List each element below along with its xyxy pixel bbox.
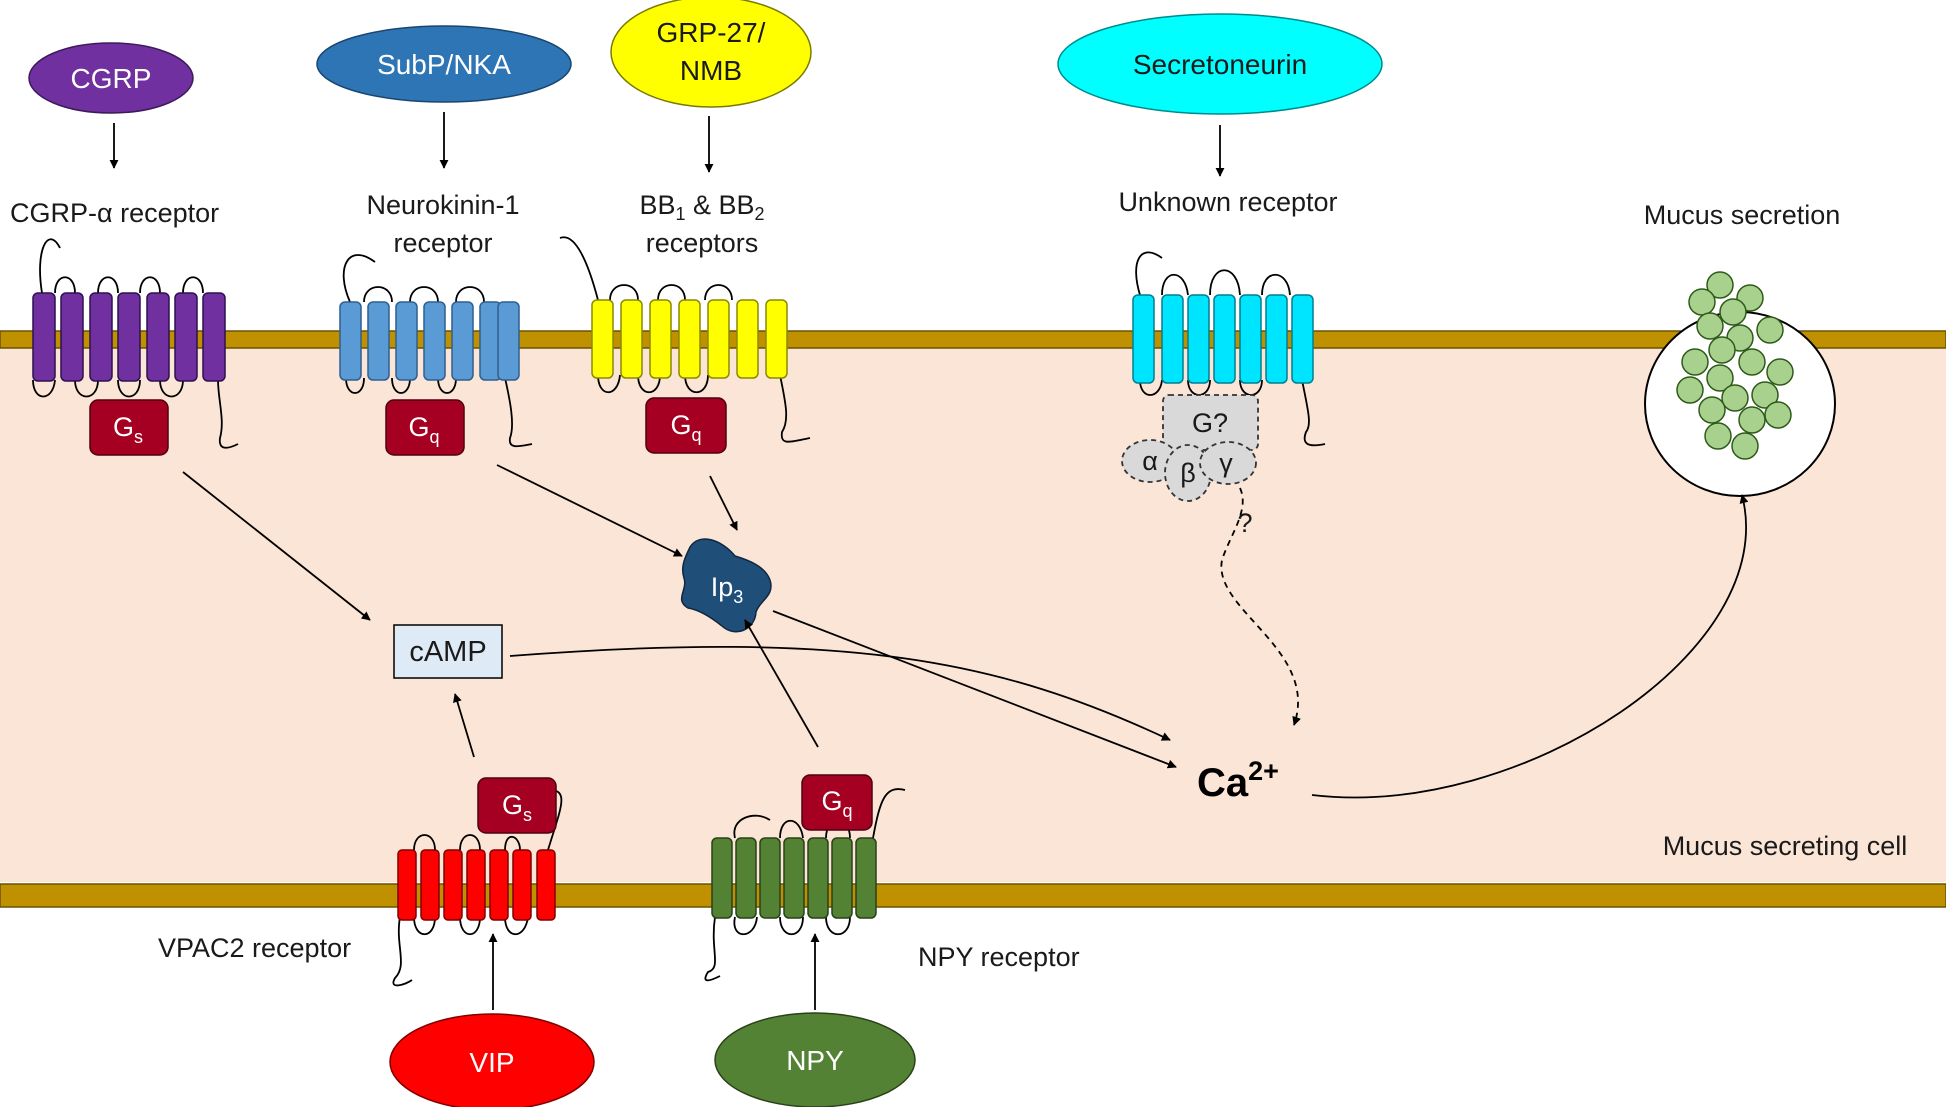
- nk1-receptor-loops: [342, 254, 533, 448]
- signaling-arrows: [109, 112, 1749, 1010]
- ligand-cgrp-label: CGRP: [71, 63, 152, 94]
- bb-receptor-label-line2: receptors: [646, 228, 759, 258]
- npy-receptor-label: NPY receptor: [918, 942, 1080, 972]
- unknown-g-protein: [1121, 394, 1259, 502]
- vpac2-receptor-label: VPAC2 receptor: [158, 933, 351, 963]
- cgrp-receptor-label: CGRP-α receptor: [10, 198, 219, 228]
- cell-cytoplasm: [0, 345, 1946, 882]
- basal-membrane: [0, 883, 1946, 908]
- gq-protein-bb: Gq: [645, 397, 727, 454]
- g-beta-label: β: [1180, 458, 1196, 488]
- ligand-vip: VIP: [389, 1013, 595, 1107]
- arrow-gs-to-camp: [182, 471, 371, 621]
- calcium-label: Ca2+: [1197, 756, 1279, 805]
- ligand-secretoneurin: Secretoneurin: [1057, 13, 1383, 115]
- npy-receptor-loops: [704, 788, 906, 982]
- ligand-npy-label: NPY: [786, 1045, 844, 1076]
- ligand-cgrp: CGRP: [28, 42, 194, 114]
- g-alpha-label: α: [1142, 446, 1158, 476]
- cgrp-receptor-helices: [32, 292, 226, 382]
- g-gamma-label: γ: [1219, 448, 1233, 478]
- bb-receptor-label-line1: BB1 & BB2: [639, 190, 764, 224]
- gs-protein-cgrp-label: Gs: [113, 412, 143, 447]
- arrow-nk1-gq-to-ip3: [496, 464, 683, 557]
- ligand-subp-label: SubP/NKA: [377, 49, 511, 80]
- gq-protein-nk1: Gq: [385, 399, 465, 456]
- mucus-vesicles: [1676, 271, 1794, 460]
- bb-receptor-helices: [591, 299, 788, 379]
- gq-protein-npy: Gq: [801, 774, 873, 831]
- cgrp-receptor: [32, 238, 239, 449]
- arrow-bb-gq-to-ip3: [709, 475, 738, 531]
- ligand-npy: NPY: [714, 1012, 916, 1107]
- ligand-grp-nmb: GRP-27/ NMB: [610, 0, 812, 108]
- ligand-vip-label: VIP: [469, 1047, 514, 1078]
- mucus-secretion-label: Mucus secretion: [1644, 200, 1841, 230]
- cell-label: Mucus secreting cell: [1663, 831, 1908, 861]
- apical-membrane: [0, 330, 1946, 349]
- ip3-molecule: Ip3: [680, 538, 772, 633]
- gs-protein-vpac2-label: Gs: [502, 790, 532, 825]
- arrow-ip3-to-calcium: [772, 610, 1177, 769]
- arrow-calcium-to-secretion: [1311, 494, 1749, 799]
- gq-protein-nk1-label: Gq: [408, 412, 439, 447]
- gq-protein-npy-label: Gq: [821, 786, 852, 821]
- mucus-granule: [1644, 271, 1836, 497]
- gq-protein-bb-label: Gq: [670, 410, 701, 445]
- arrow-npy-gq-to-ip3: [744, 619, 819, 748]
- arrow-unknown-to-calcium: [1220, 487, 1301, 726]
- vpac2-receptor-helices: [397, 849, 556, 921]
- nk1-receptor-helices: [339, 301, 520, 381]
- nk1-receptor-label-line1: Neurokinin-1: [366, 190, 519, 220]
- npy-receptor-helices: [711, 837, 877, 919]
- ligand-subp-nka: SubP/NKA: [316, 25, 572, 103]
- ligand-grp-label-line1: GRP-27/: [657, 17, 766, 48]
- unknown-g-protein-label: G?: [1192, 408, 1228, 438]
- ligand-grp-label-line2: NMB: [680, 55, 742, 86]
- gs-protein-cgrp: Gs: [89, 399, 169, 456]
- ligand-secretoneurin-label: Secretoneurin: [1133, 49, 1307, 80]
- nk1-receptor-label-line2: receptor: [393, 228, 492, 258]
- arrow-vpac2-gs-to-camp: [453, 693, 475, 758]
- camp-label: cAMP: [409, 636, 486, 668]
- unknown-receptor-label: Unknown receptor: [1118, 187, 1337, 217]
- ip3-label: Ip3: [711, 572, 744, 607]
- bb-receptor-loops: [559, 236, 811, 443]
- unknown-receptor-helices: [1132, 294, 1314, 384]
- camp-box: cAMP: [393, 624, 503, 679]
- unknown-pathway-question: ?: [1237, 508, 1252, 538]
- arrow-camp-to-calcium: [509, 645, 1171, 741]
- gs-protein-vpac2: Gs: [477, 777, 557, 834]
